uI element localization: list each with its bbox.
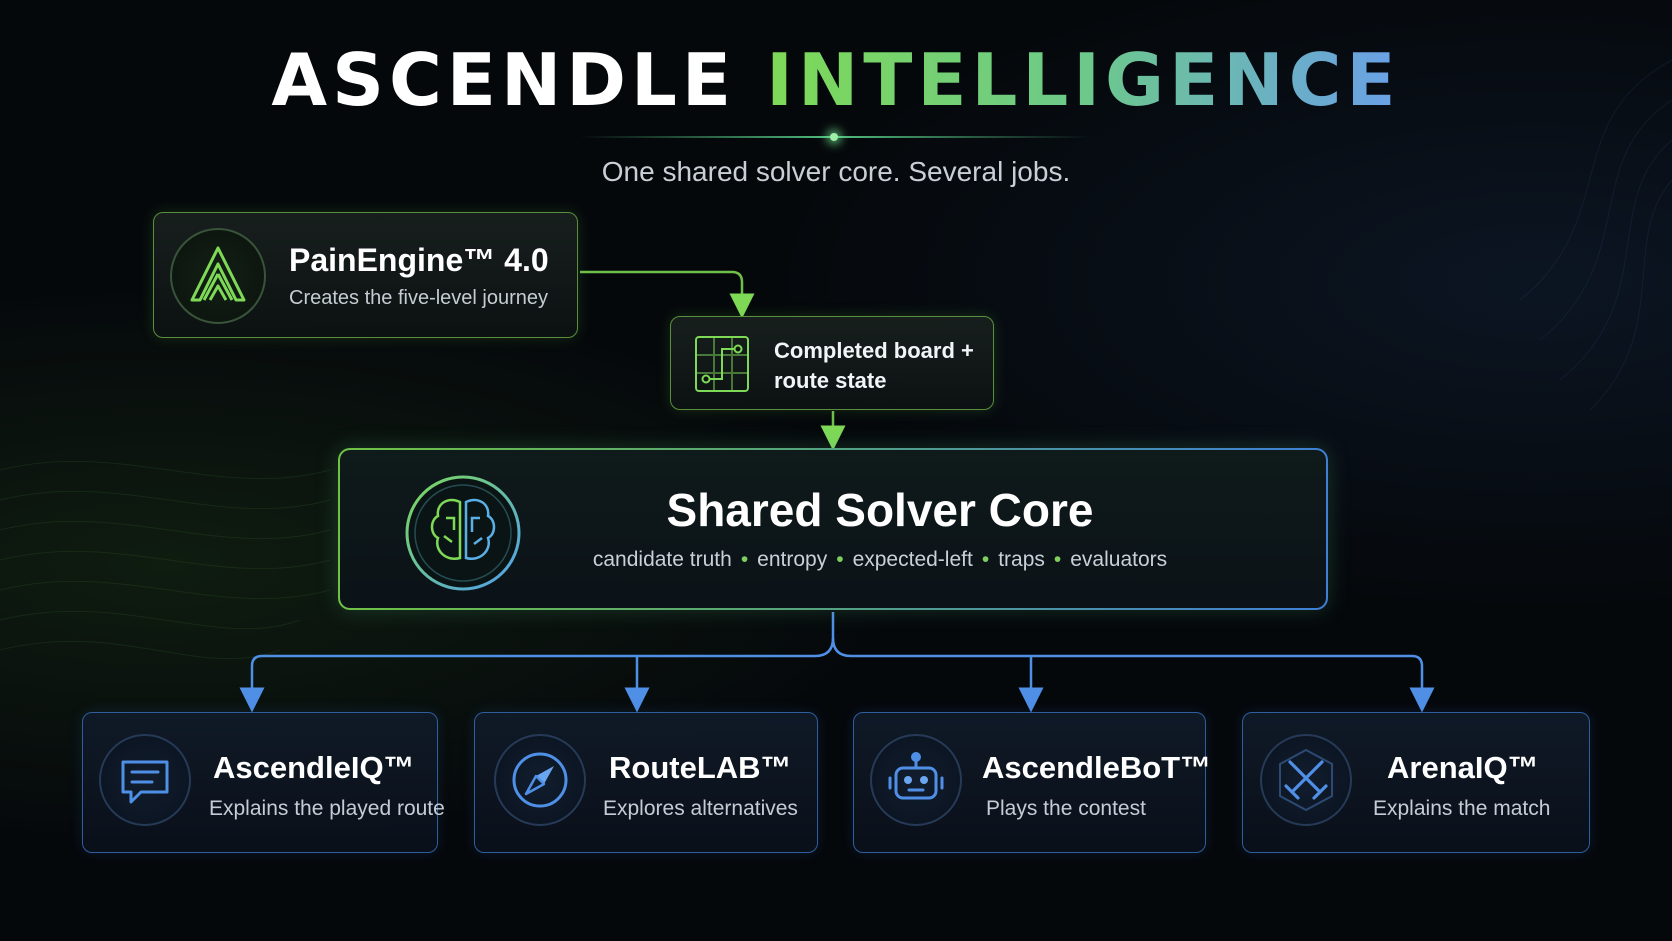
arenaiq-description: Explains the match: [1373, 797, 1551, 820]
completed-board-line1: Completed board +: [774, 338, 974, 363]
source-to-board-arrow: [580, 270, 755, 319]
page-subtitle: One shared solver core. Several jobs.: [601, 156, 1071, 187]
core-tag: traps: [998, 548, 1045, 571]
core-tag: expected-left: [852, 548, 973, 571]
tag-separator: •: [981, 548, 990, 571]
shared-solver-core-title: Shared Solver Core: [666, 484, 1094, 536]
ascendleiq-description: Explains the played route: [209, 797, 445, 820]
compass-icon: [494, 734, 586, 826]
completed-board-card: [670, 316, 994, 410]
page-title: ASCENDLE INTELLIGENCE: [0, 38, 1672, 122]
chat-bubble-icon: [99, 734, 191, 826]
core-tag: candidate truth: [592, 548, 732, 571]
ascending-chevrons-icon: [170, 228, 266, 324]
title-word-intelligence: INTELLIGENCE: [766, 38, 1401, 122]
core-tag: evaluators: [1070, 548, 1168, 571]
core-to-outputs-arrows: [239, 612, 1435, 713]
painengine-title: PainEngine™ 4.0: [289, 242, 549, 278]
tag-separator: •: [836, 548, 844, 571]
core-tag: entropy: [757, 548, 828, 571]
brain-circuit-icon: [400, 470, 526, 596]
crossed-swords-icon: [1260, 734, 1352, 826]
routelab-title: RouteLAB™: [609, 750, 792, 785]
tag-separator: •: [1053, 548, 1062, 571]
ascendlebot-title: AscendleBoT™: [982, 750, 1212, 785]
arenaiq-title: ArenaIQ™: [1387, 750, 1539, 785]
completed-board-label: Completed board + route state: [774, 336, 974, 396]
ascendlebot-description: Plays the contest: [986, 797, 1146, 820]
routelab-description: Explores alternatives: [603, 797, 798, 820]
tag-separator: •: [740, 548, 749, 571]
board-route-icon: [692, 333, 752, 395]
core-capabilities: candidate truth • entropy • expected-left • tr…: [560, 548, 1200, 572]
completed-board-line2: route state: [774, 368, 887, 393]
robot-icon: [870, 734, 962, 826]
title-word-ascendle: ASCENDLE: [271, 38, 737, 122]
painengine-description: Creates the five-level journey: [289, 287, 549, 309]
title-divider-dot: [830, 133, 838, 141]
ascendleiq-title: AscendleIQ™: [213, 750, 415, 785]
